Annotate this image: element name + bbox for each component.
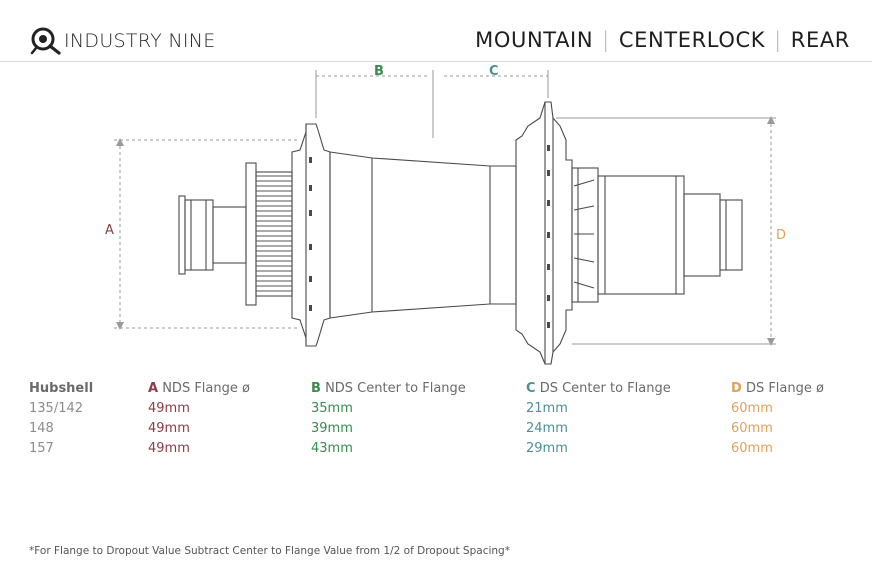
title-separator: |	[774, 28, 782, 52]
header-nds-flange: A NDS Flange ø	[148, 381, 250, 396]
nds-axle	[212, 206, 247, 264]
nds-end-cap	[184, 199, 214, 271]
spec-table: Hubshell A NDS Flange ø B NDS Center to …	[29, 381, 859, 461]
label-d: D	[776, 228, 786, 243]
spoke-holes	[309, 145, 550, 328]
label-a: A	[105, 223, 114, 238]
header-ds-center-to-flange: C DS Center to Flange	[526, 381, 671, 396]
hub-outline	[178, 101, 743, 365]
table-row: 135/142 49mm 35mm 21mm 60mm	[29, 401, 773, 416]
dimension-lines	[114, 75, 772, 344]
centerlock-ring-lip	[245, 162, 257, 306]
header: INDUSTRY NINE MOUNTAIN | CENTERLOCK | RE…	[0, 0, 872, 62]
ds-end-cap	[719, 199, 743, 271]
title-separator: |	[602, 28, 610, 52]
ds-flange	[515, 101, 573, 365]
header-nds-center-to-flange: B NDS Center to Flange	[311, 381, 466, 396]
table-header-row: Hubshell A NDS Flange ø B NDS Center to …	[29, 381, 859, 401]
hub-shell	[329, 151, 517, 319]
brand-logo: INDUSTRY NINE	[28, 26, 216, 56]
nds-end-cap-lip	[178, 195, 186, 275]
title-part-centerlock: CENTERLOCK	[618, 28, 766, 52]
freehub-body	[571, 167, 599, 303]
footnote: *For Flange to Dropout Value Subtract Ce…	[29, 545, 510, 557]
dimension-arrows	[116, 116, 775, 346]
industry-nine-logo-icon	[30, 27, 61, 55]
brand-name: INDUSTRY NINE	[64, 30, 216, 52]
centerlock-teeth	[256, 175, 292, 292]
table-row: 148 49mm 39mm 24mm 60mm	[29, 421, 773, 436]
label-c: C	[489, 64, 499, 79]
title-part-rear: REAR	[790, 28, 850, 52]
header-hubshell: Hubshell	[29, 381, 94, 396]
page-title: MOUNTAIN | CENTERLOCK | REAR	[475, 28, 850, 52]
header-ds-flange: D DS Flange ø	[731, 381, 824, 396]
title-part-mountain: MOUNTAIN	[475, 28, 594, 52]
label-b: B	[374, 64, 384, 79]
header-divider	[0, 61, 872, 62]
drive-shell	[597, 175, 685, 295]
hub-diagram: A B C D	[105, 64, 786, 365]
ds-axle	[683, 193, 721, 277]
table-row: 157 49mm 43mm 29mm 60mm	[29, 441, 773, 456]
